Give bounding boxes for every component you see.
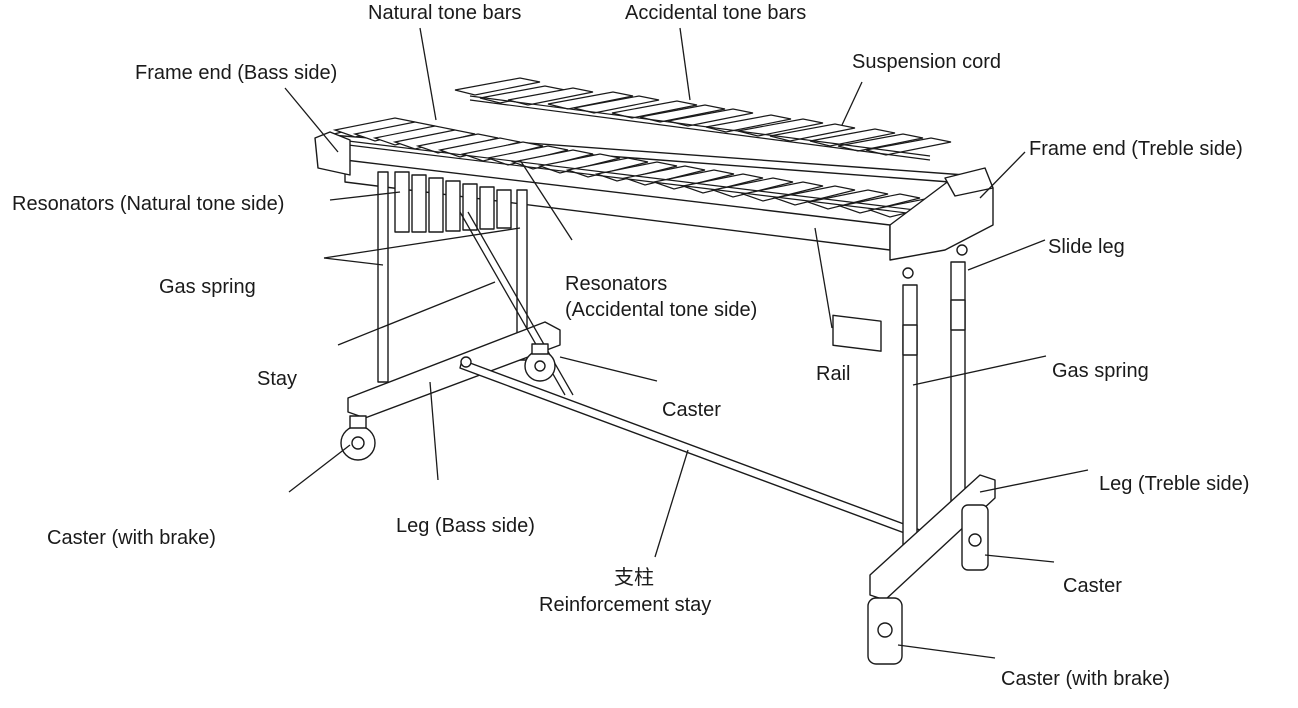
natural-tone-bars: [332, 117, 951, 218]
label-resonators-accidental-1: Resonators: [565, 273, 668, 295]
label-leg-bass: Leg (Bass side): [396, 515, 535, 537]
leader-lines: [284, 27, 1089, 659]
label-accidental-tone-bars: Accidental tone bars: [625, 2, 807, 24]
leg-treble-assembly: [867, 261, 996, 665]
label-frame-end-bass: Frame end (Bass side): [135, 62, 338, 84]
label-frame-end-treble: Frame end (Treble side): [1029, 138, 1243, 160]
label-caster-brake-right: Caster (with brake): [1001, 668, 1170, 690]
label-caster-brake-left: Caster (with brake): [47, 527, 216, 549]
label-resonators-natural: Resonators (Natural tone side): [12, 193, 285, 215]
accidental-tone-bars: [454, 77, 952, 161]
label-stay: Stay: [257, 368, 298, 390]
leg-bass-assembly: [340, 171, 574, 461]
label-caster-right: Caster: [1063, 575, 1122, 597]
label-suspension-cord: Suspension cord: [852, 51, 1001, 73]
label-reinforcement-stay-jp: 支柱: [614, 567, 654, 589]
label-reinforcement-stay: Reinforcement stay: [539, 594, 712, 616]
label-natural-tone-bars: Natural tone bars: [368, 2, 522, 24]
label-slide-leg: Slide leg: [1048, 236, 1125, 258]
label-leg-treble: Leg (Treble side): [1099, 473, 1250, 495]
label-rail: Rail: [816, 363, 851, 385]
frame-end-treble: [889, 167, 994, 279]
label-resonators-accidental-2: (Accidental tone side): [565, 299, 758, 321]
label-gas-spring-left: Gas spring: [159, 276, 256, 298]
reinforcement-stay-bar: [459, 356, 921, 539]
label-caster-middle: Caster: [662, 399, 721, 421]
label-gas-spring-right: Gas spring: [1052, 360, 1149, 382]
resonator-tubes: [394, 171, 512, 233]
frame-end-bass: [314, 131, 351, 176]
